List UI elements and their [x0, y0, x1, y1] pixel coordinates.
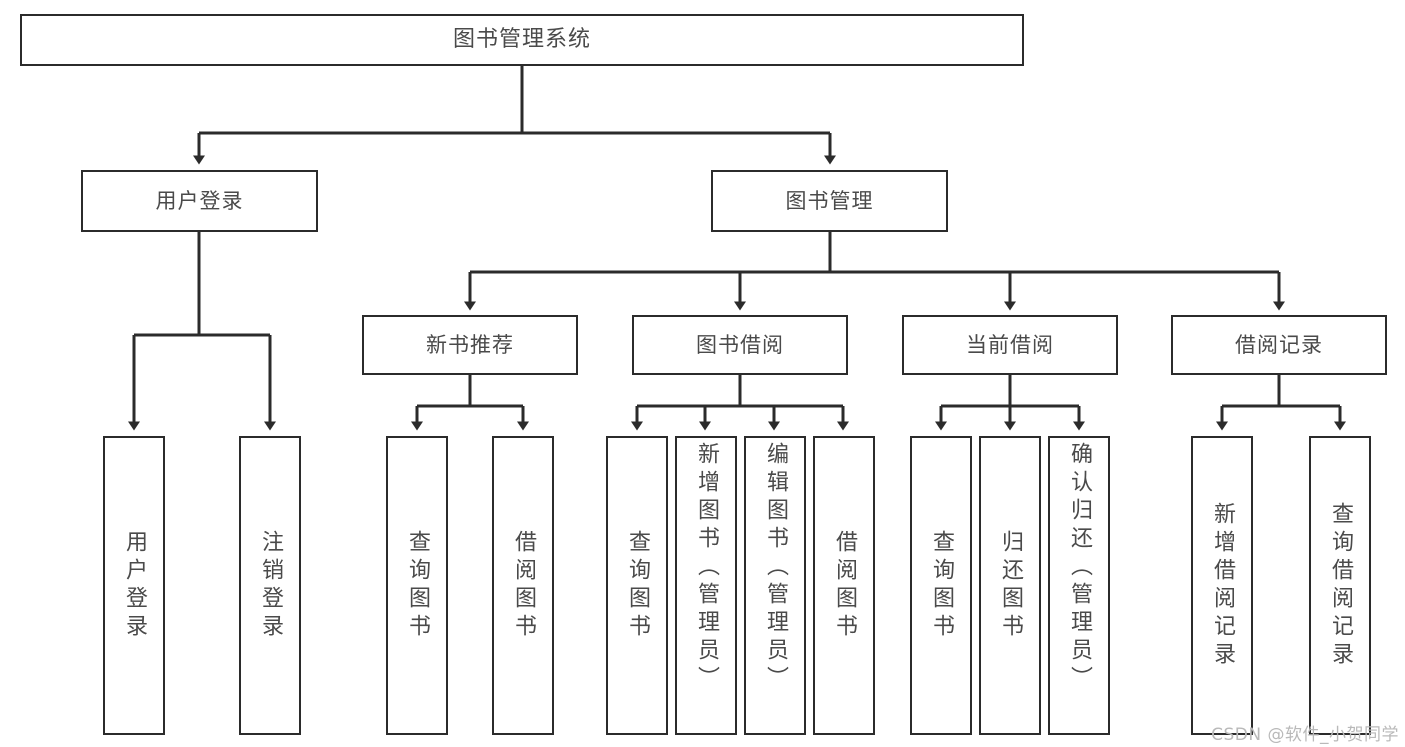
node-label: 用户登录 [155, 188, 244, 213]
node-borrow-record[interactable]: 借阅记录 [1171, 315, 1387, 375]
node-label: 查询图书 [625, 529, 650, 642]
node-label: 查询借阅记录 [1328, 501, 1353, 670]
node-leaf-logout[interactable]: 注销登录 [239, 436, 301, 735]
node-label: 新增借阅记录 [1210, 501, 1235, 670]
node-label: 查询图书 [405, 529, 430, 642]
node-current-borrow[interactable]: 当前借阅 [902, 315, 1118, 375]
node-label: 确认归还（管理员） [1067, 442, 1092, 694]
node-label: 借阅图书 [832, 529, 857, 642]
node-label: 借阅记录 [1235, 332, 1323, 357]
node-label: 新增图书（管理员） [694, 442, 719, 694]
node-leaf-query-book-current[interactable]: 查询图书 [910, 436, 972, 735]
node-leaf-add-borrow-record[interactable]: 新增借阅记录 [1191, 436, 1253, 735]
node-label: 借阅图书 [511, 529, 536, 642]
node-new-book-recommend[interactable]: 新书推荐 [362, 315, 578, 375]
node-label: 当前借阅 [966, 332, 1054, 357]
node-book-borrow[interactable]: 图书借阅 [632, 315, 848, 375]
node-label: 编辑图书（管理员） [763, 442, 788, 694]
node-leaf-borrow-book[interactable]: 借阅图书 [813, 436, 875, 735]
node-label: 用户登录 [122, 529, 147, 642]
node-leaf-add-book-admin[interactable]: 新增图书（管理员） [675, 436, 737, 735]
node-label: 图书管理 [785, 188, 874, 213]
node-root-book-management-system[interactable]: 图书管理系统 [20, 14, 1024, 66]
node-leaf-return-book[interactable]: 归还图书 [979, 436, 1041, 735]
node-leaf-user-login[interactable]: 用户登录 [103, 436, 165, 735]
node-label: 图书借阅 [696, 332, 784, 357]
node-book-management[interactable]: 图书管理 [711, 170, 948, 232]
node-label: 图书管理系统 [452, 27, 591, 53]
node-label: 新书推荐 [426, 332, 514, 357]
node-leaf-query-book-borrow[interactable]: 查询图书 [606, 436, 668, 735]
node-leaf-confirm-return-admin[interactable]: 确认归还（管理员） [1048, 436, 1110, 735]
node-leaf-query-book-recommend[interactable]: 查询图书 [386, 436, 448, 735]
node-label: 查询图书 [929, 529, 954, 642]
node-label: 注销登录 [258, 529, 283, 642]
node-user-login[interactable]: 用户登录 [81, 170, 318, 232]
node-leaf-query-borrow-record[interactable]: 查询借阅记录 [1309, 436, 1371, 735]
node-leaf-edit-book-admin[interactable]: 编辑图书（管理员） [744, 436, 806, 735]
node-leaf-borrow-book-recommend[interactable]: 借阅图书 [492, 436, 554, 735]
node-label: 归还图书 [998, 529, 1023, 642]
